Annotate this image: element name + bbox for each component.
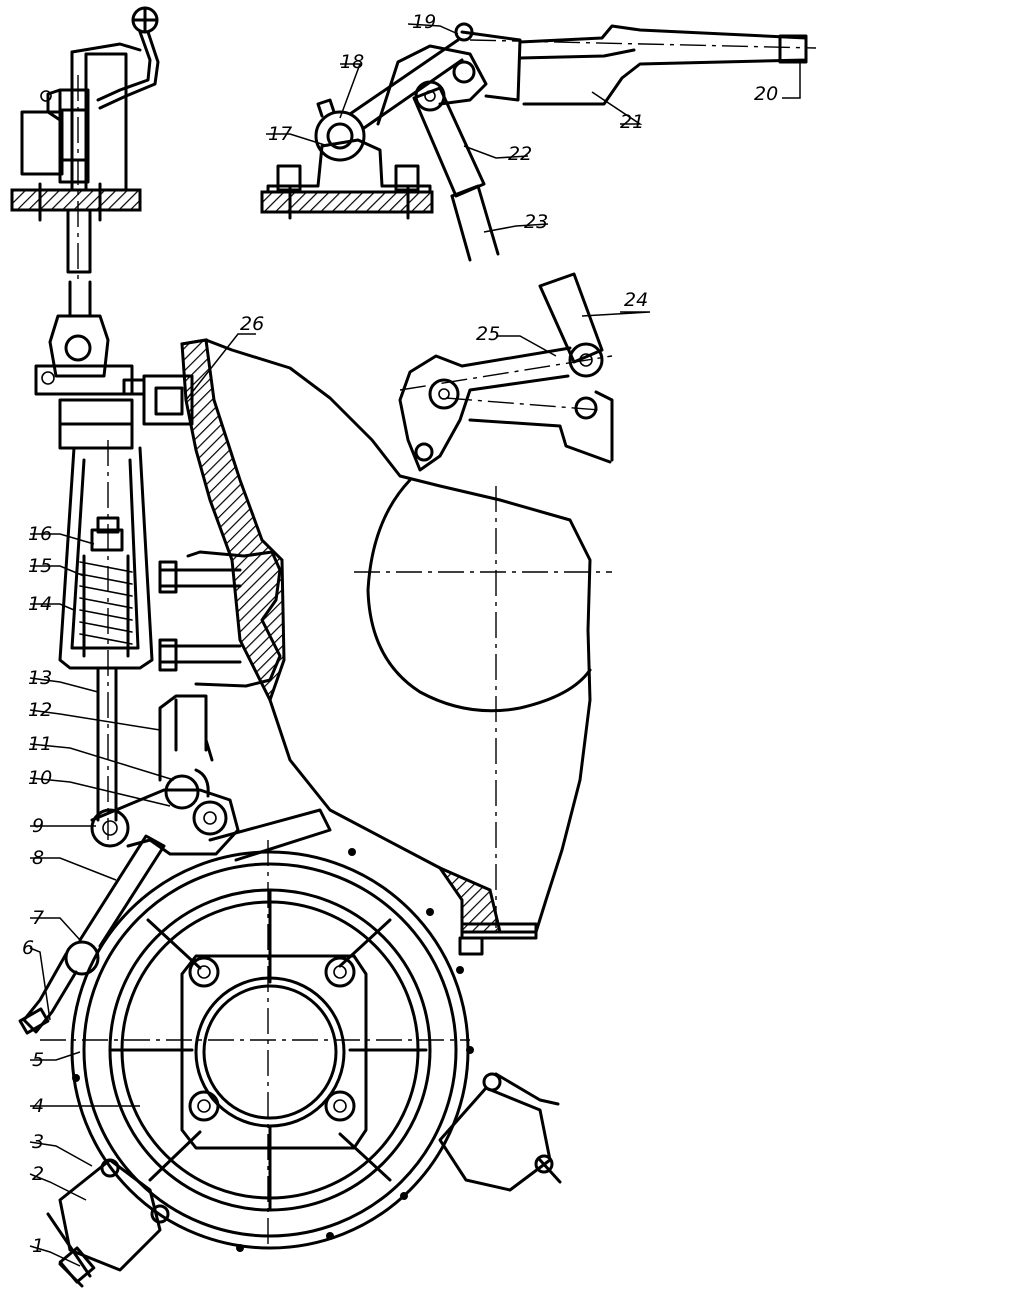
lower-cylinders: [46, 1072, 562, 1288]
label-15: 15: [28, 555, 52, 577]
label-5: 5: [32, 1049, 44, 1071]
left-linkage: [34, 280, 332, 948]
label-7: 7: [32, 907, 44, 929]
label-10: 10: [28, 767, 52, 789]
leader-lines: [29, 23, 801, 1267]
label-13: 13: [28, 667, 52, 689]
pedal-linkage: [260, 22, 817, 262]
main-housing: [122, 338, 612, 956]
label-22: 22: [508, 143, 532, 165]
label-17: 17: [268, 123, 292, 145]
label-14: 14: [28, 593, 52, 615]
upper-lever-assembly: [10, 6, 160, 280]
label-25: 25: [476, 323, 500, 345]
label-3: 3: [32, 1131, 44, 1153]
label-18: 18: [340, 51, 364, 73]
label-8: 8: [32, 847, 44, 869]
label-19: 19: [412, 11, 436, 33]
label-1: 1: [32, 1235, 44, 1257]
label-6: 6: [22, 937, 34, 959]
label-9: 9: [32, 815, 44, 837]
label-24: 24: [624, 289, 648, 311]
label-16: 16: [28, 523, 52, 545]
lever-24-25: [398, 272, 614, 472]
brake-drum: [18, 840, 474, 1252]
label-2: 2: [32, 1163, 44, 1185]
label-12: 12: [28, 699, 52, 721]
label-11: 11: [28, 733, 52, 755]
label-20: 20: [754, 83, 778, 105]
label-26: 26: [240, 313, 264, 335]
part-labels: 1 2 3 4 5 6 7 8 9 10 11 12 13 14 15 16 1…: [22, 11, 778, 1257]
label-23: 23: [524, 211, 548, 233]
label-21: 21: [620, 111, 644, 133]
label-4: 4: [32, 1095, 44, 1117]
